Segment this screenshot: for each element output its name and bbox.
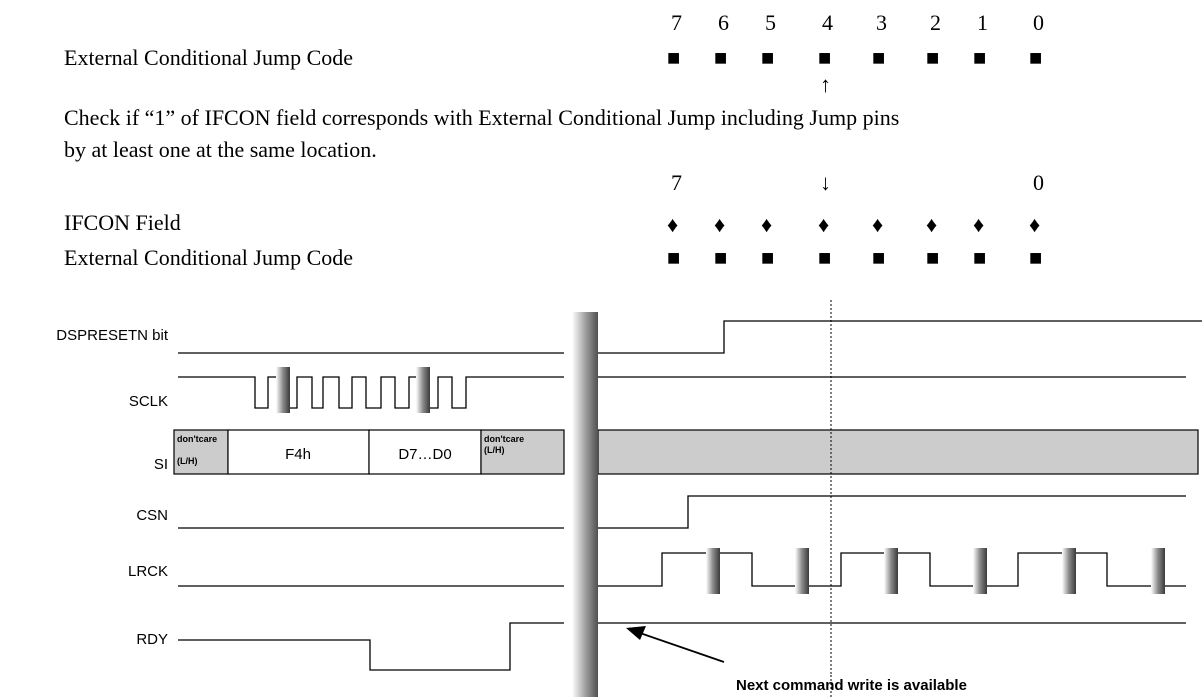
diamond-icon: ♦ [714,212,726,237]
ifcon-field-label: IFCON Field [64,210,181,235]
diamond-icon: ♦ [1029,212,1041,237]
lrck-break-4 [973,548,987,594]
check-text-line2: by at least one at the same location. [64,137,377,162]
bit-square: ■ [667,245,681,270]
si-field-data [368,429,482,475]
diamond-icon: ♦ [667,212,679,237]
lrck-break-2 [795,548,809,594]
bit-number-1: 1 [977,10,988,35]
bit-square: ■ [872,245,886,270]
sclk-break-1 [276,367,290,413]
bit-square: ■ [872,45,886,70]
bit-square: ■ [761,45,775,70]
signal-label-sclk: SCLK [129,393,168,410]
bit-square: ■ [1029,45,1043,70]
bit-square: ■ [973,245,987,270]
signal-label-dspresetn: DSPRESETN bit [56,327,169,344]
si-dontcare-after [597,429,1199,475]
range-high-7: 7 [671,170,682,195]
lrck-break-6 [1151,548,1165,594]
bit-number-3: 3 [876,10,887,35]
ext-jump-code-label-2: External Conditional Jump Code [64,245,354,270]
diamond-icon: ♦ [926,212,938,237]
rdy-waveform [178,622,564,671]
annotation-arrow-line [639,632,725,663]
bit-square: ■ [973,45,987,70]
dspresetn-waveform-after [598,320,1202,354]
bit-square: ■ [926,45,940,70]
si-dontcare-left-text: don'tcare [177,434,217,444]
signal-label-rdy: RDY [136,631,168,648]
range-low-0: 0 [1033,170,1044,195]
diamond-icon: ♦ [872,212,884,237]
signal-label-lrck: LRCK [128,563,168,580]
lrck-break-1 [706,548,720,594]
bit-number-7: 7 [671,10,682,35]
si-dontcare-right-lh: (L/H) [484,445,505,455]
annotation-text: Next command write is available [736,677,967,694]
diamond-icon: ♦ [761,212,773,237]
si-field-f4h [227,429,370,475]
bit-square: ■ [818,245,832,270]
si-dontcare-left-lh: (L/H) [177,456,198,466]
bit-square: ■ [714,245,728,270]
lrck-break-3 [884,548,898,594]
signal-label-csn: CSN [136,507,168,524]
signal-label-si: SI [154,456,168,473]
lrck-break-5 [1062,548,1076,594]
time-break-bar [572,312,598,697]
bit-number-0: 0 [1033,10,1044,35]
down-arrow-icon: ↓ [820,170,831,195]
bit-number-2: 2 [930,10,941,35]
bit-number-4: 4 [822,10,833,35]
bit-square: ■ [667,45,681,70]
ext-jump-code-label: External Conditional Jump Code [64,45,354,70]
bit-number-6: 6 [718,10,729,35]
si-dontcare-left [173,429,229,475]
bit-square: ■ [714,45,728,70]
si-f4h-text: F4h [285,446,311,463]
up-arrow-icon: ↑ [820,72,831,97]
bit-square: ■ [818,45,832,70]
si-data-text: D7…D0 [398,446,451,463]
bit-square: ■ [761,245,775,270]
sclk-waveform [178,376,564,409]
diamond-icon: ♦ [973,212,985,237]
bit-number-5: 5 [765,10,776,35]
si-dontcare-right-text: don'tcare [484,434,524,444]
sclk-break-2 [416,367,430,413]
annotation-bg [734,675,1004,695]
si-dontcare-right [480,429,565,475]
csn-waveform-after [598,495,1186,529]
bit-square: ■ [1029,245,1043,270]
bit-square: ■ [926,245,940,270]
diamond-icon: ♦ [818,212,830,237]
annotation-arrow-head [626,626,646,640]
check-text-line1: Check if “1” of IFCON field corresponds … [64,105,900,130]
